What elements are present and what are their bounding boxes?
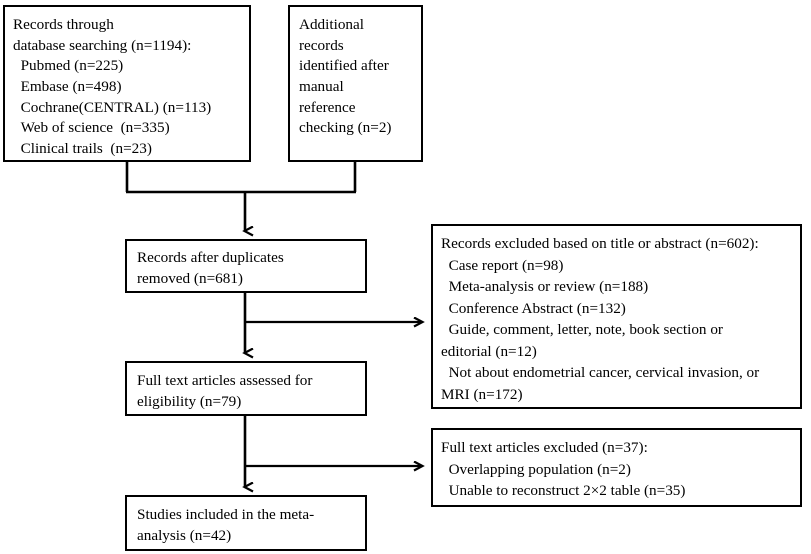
box-studies-included: Studies included in the meta- analysis (… [125, 495, 367, 551]
box-records-database-searching-text: Records through database searching (n=11… [13, 16, 212, 158]
box-studies-included-text: Studies included in the meta- analysis (… [137, 506, 315, 544]
box-full-text-excluded: Full text articles excluded (n=37): Over… [431, 428, 802, 507]
connector-fulltext-to-included [245, 416, 422, 487]
box-records-database-searching: Records through database searching (n=11… [3, 5, 251, 162]
box-records-excluded-title-abstract-text: Records excluded based on title or abstr… [441, 235, 760, 404]
box-records-after-duplicates-text: Records after duplicates removed (n=681) [137, 249, 284, 287]
connector-dedup-to-fulltext [245, 293, 422, 353]
merge-connector-top [125, 162, 357, 231]
box-records-after-duplicates: Records after duplicates removed (n=681) [125, 239, 367, 293]
box-additional-records: Additional records identified after manu… [288, 5, 423, 162]
box-records-excluded-title-abstract: Records excluded based on title or abstr… [431, 224, 802, 409]
box-full-text-assessed: Full text articles assessed for eligibil… [125, 361, 367, 416]
box-additional-records-text: Additional records identified after manu… [299, 16, 392, 137]
box-full-text-excluded-text: Full text articles excluded (n=37): Over… [441, 439, 686, 500]
box-full-text-assessed-text: Full text articles assessed for eligibil… [137, 372, 313, 410]
